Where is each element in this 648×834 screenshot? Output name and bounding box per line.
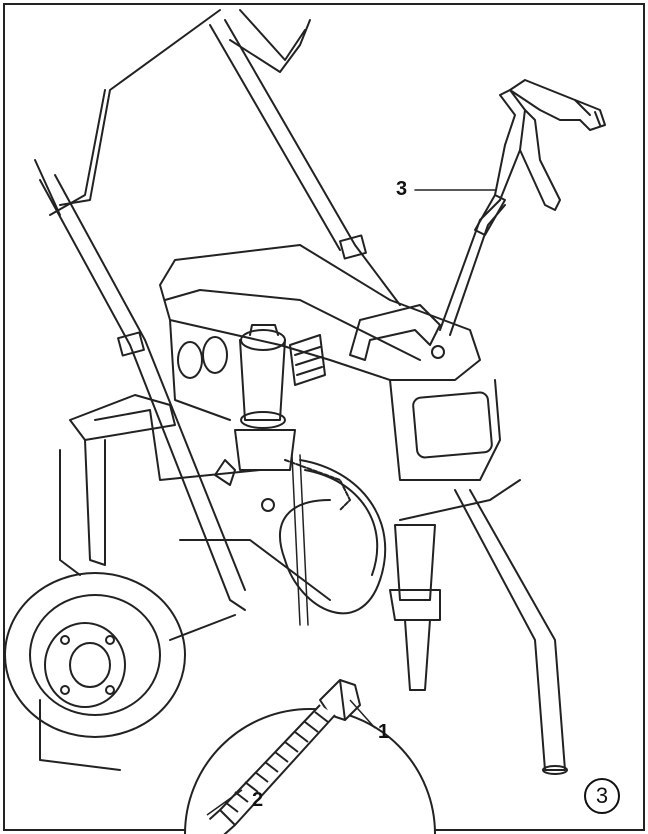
spray-gun-icon bbox=[494, 79, 606, 211]
callout-label-3: 3 bbox=[396, 178, 408, 200]
filter-column bbox=[239, 339, 286, 421]
cart-rail-right bbox=[224, 19, 401, 306]
wheel-icon bbox=[4, 572, 186, 771]
cart-rail-left bbox=[39, 179, 246, 611]
cart-handle-left bbox=[59, 9, 221, 206]
hose-loop bbox=[279, 459, 387, 615]
carry-handle bbox=[349, 304, 441, 361]
motor-housing-front bbox=[389, 379, 501, 481]
motor-housing-top bbox=[159, 244, 481, 381]
callout-label-1: 1 bbox=[378, 721, 390, 743]
spray-gun-pole bbox=[439, 199, 501, 331]
hose-fitting-detail-icon bbox=[184, 679, 436, 834]
cart-leg-right bbox=[454, 489, 566, 771]
callout-label-2: 2 bbox=[252, 789, 264, 811]
figure-number: 3 bbox=[595, 783, 609, 808]
cart-handle-right bbox=[229, 19, 311, 73]
pump-lower bbox=[394, 524, 436, 601]
figure-number-badge: 3 bbox=[584, 778, 620, 814]
